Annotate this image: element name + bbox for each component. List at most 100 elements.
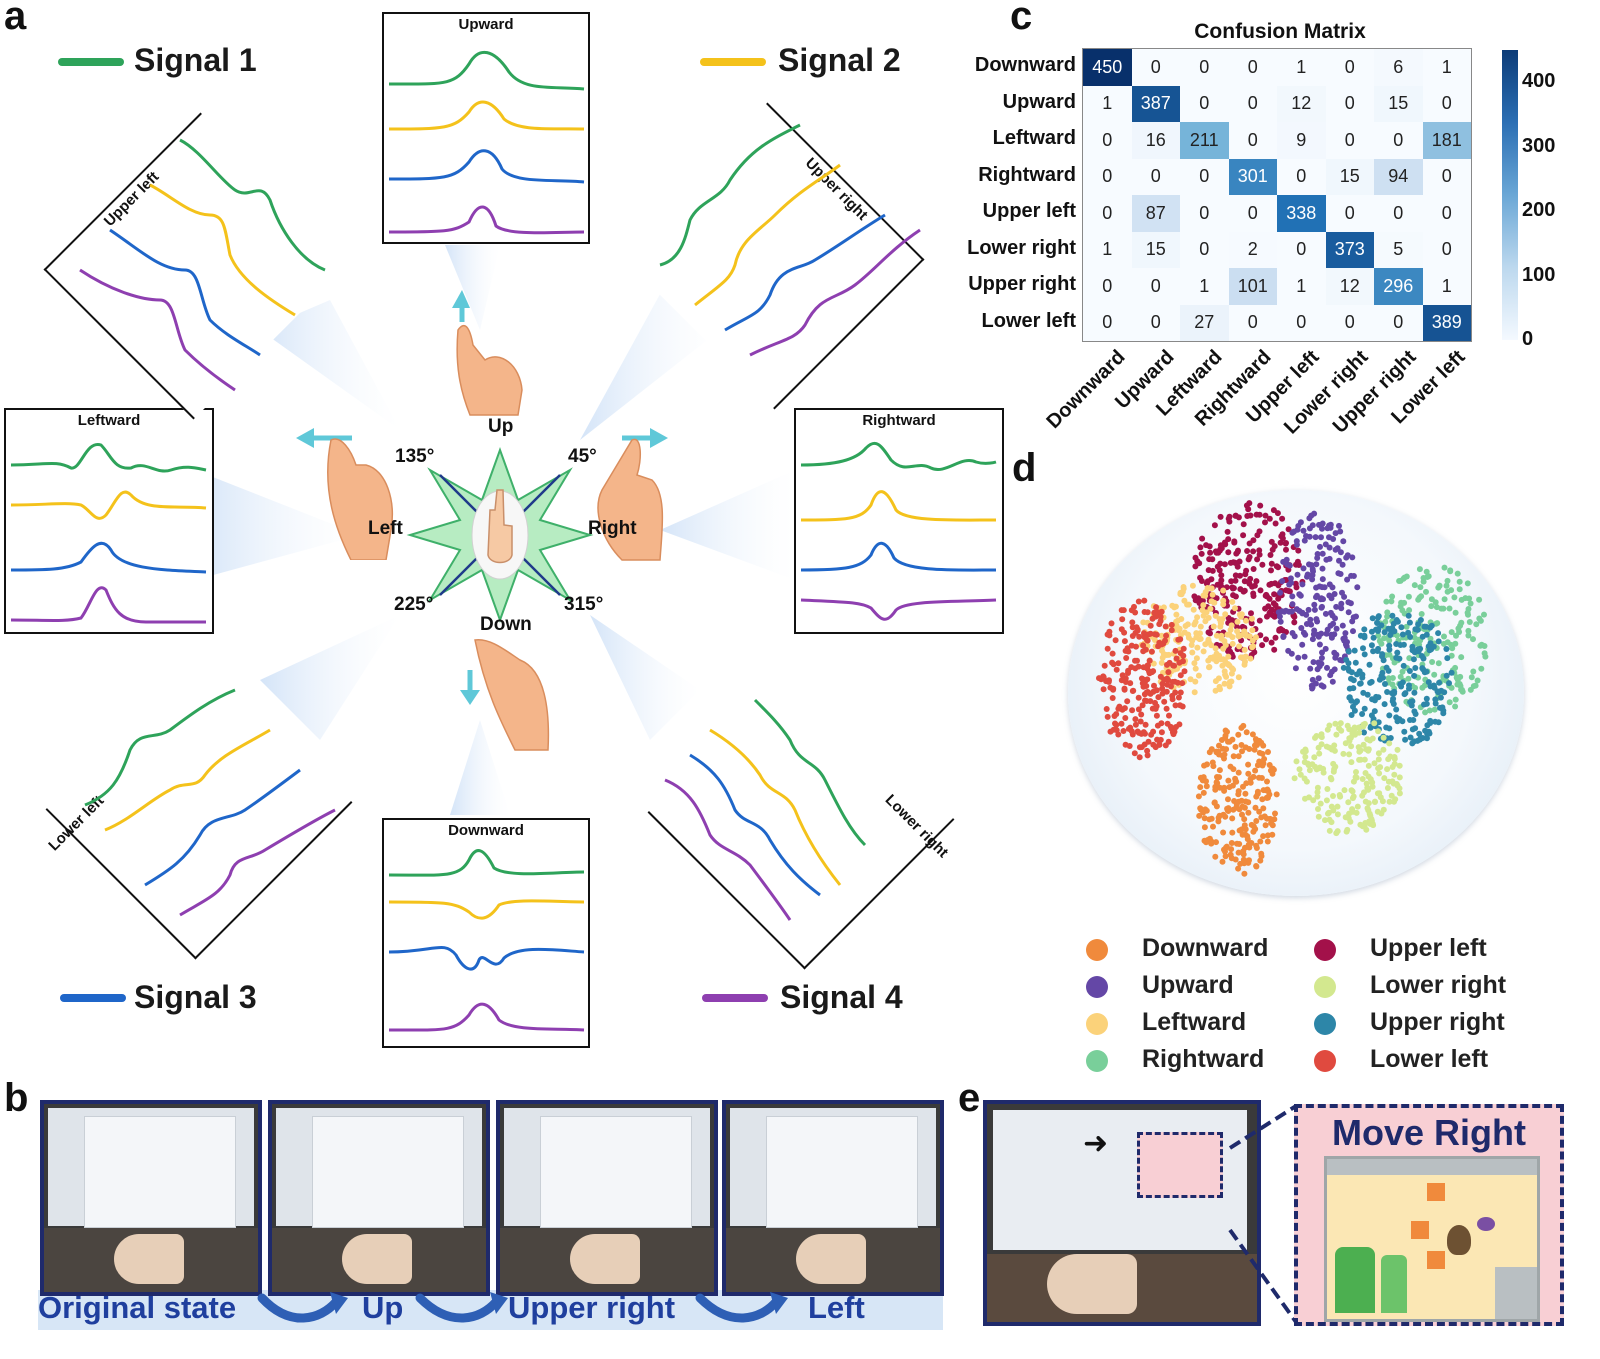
tsne-point: [1215, 814, 1222, 821]
hand-left-icon: [296, 428, 393, 560]
tsne-point: [1262, 605, 1269, 612]
tsne-point: [1418, 593, 1425, 600]
tsne-point: [1381, 775, 1388, 782]
tsne-point: [1301, 759, 1308, 766]
signal-3-label: Signal 3: [134, 979, 257, 1015]
tsne-point: [1423, 695, 1430, 702]
tsne-point: [1280, 634, 1287, 640]
tsne-point: [1269, 546, 1276, 553]
tsne-point: [1336, 792, 1343, 798]
tsne-point: [1279, 578, 1286, 585]
gesture-title-leftward: Leftward: [77, 412, 141, 429]
tsne-point: [1158, 729, 1165, 736]
leftward-signals: [10, 443, 207, 624]
tsne-point: [1384, 785, 1391, 791]
colorbar-tick: 0: [1522, 328, 1534, 350]
tsne-point: [1312, 534, 1319, 541]
tsne-point: [1250, 548, 1257, 555]
cm-cell: 1: [1083, 231, 1132, 268]
tsne-point: [1406, 685, 1412, 692]
tsne-point: [1122, 647, 1129, 654]
tsne-point: [1363, 746, 1370, 753]
tsne-point: [1322, 610, 1329, 617]
tsne-point: [1103, 706, 1110, 712]
tsne-point: [1416, 730, 1423, 737]
tsne-point: [1252, 804, 1259, 811]
tsne-point: [1192, 678, 1199, 685]
tsne-point: [1249, 615, 1255, 622]
tsne-point: [1470, 668, 1477, 675]
tsne-point: [1411, 634, 1418, 641]
tsne-point: [1235, 849, 1242, 856]
tsne-point: [1347, 600, 1354, 607]
tsne-point: [1456, 586, 1463, 593]
tsne-point: [1141, 634, 1148, 641]
legend-dot: [1314, 939, 1336, 961]
tsne-point: [1299, 641, 1306, 648]
compass-225-label: 225°: [394, 594, 434, 615]
tsne-point: [1429, 659, 1436, 665]
tsne-point: [1441, 689, 1448, 696]
tsne-point: [1310, 568, 1316, 575]
tsne-point: [1318, 534, 1324, 541]
tsne-point: [1348, 675, 1354, 682]
tsne-point: [1433, 604, 1440, 611]
tsne-point: [1294, 571, 1301, 578]
tsne-point: [1307, 665, 1314, 672]
game-box-3: [1427, 1251, 1445, 1269]
tsne-point: [1349, 795, 1356, 802]
tsne-point: [1224, 807, 1231, 814]
tsne-point: [1374, 648, 1381, 654]
tsne-point: [1135, 694, 1142, 701]
tsne-point: [1403, 623, 1410, 630]
cm-cell: 0: [1131, 268, 1180, 305]
tsne-point: [1397, 673, 1404, 680]
tsne-point: [1119, 672, 1126, 679]
tsne-point: [1464, 580, 1471, 587]
tsne-point: [1418, 611, 1425, 617]
tsne-point: [1428, 603, 1435, 610]
tsne-point: [1331, 766, 1338, 773]
tsne-point: [1235, 674, 1242, 681]
tsne-point: [1397, 681, 1404, 688]
tsne-point: [1165, 669, 1172, 676]
tsne-point: [1366, 661, 1373, 668]
cm-cell: 0: [1083, 268, 1132, 305]
tsne-point: [1210, 823, 1216, 830]
tsne-point: [1240, 848, 1247, 855]
tsne-point: [1470, 683, 1477, 690]
cm-cell: 16: [1131, 122, 1180, 159]
tsne-point: [1266, 515, 1273, 522]
tsne-point: [1205, 636, 1212, 643]
tsne-point: [1295, 654, 1302, 661]
tsne-point: [1396, 790, 1403, 797]
tsne-point: [1158, 632, 1165, 639]
tsne-point: [1164, 675, 1171, 682]
tsne-point: [1315, 813, 1322, 820]
tsne-point: [1436, 679, 1443, 686]
tsne-point: [1254, 788, 1261, 795]
tsne-point: [1260, 833, 1267, 840]
tsne-point: [1259, 561, 1266, 568]
tsne-point: [1385, 667, 1392, 674]
lower-left-signals: [84, 688, 336, 917]
tsne-point: [1192, 554, 1199, 561]
tsne-point: [1265, 749, 1271, 755]
legend-label: Upper right: [1370, 1008, 1505, 1036]
cm-cell: 0: [1325, 85, 1374, 122]
tsne-point: [1418, 653, 1425, 659]
tsne-point: [1111, 713, 1118, 719]
colorbar-tick: 400: [1522, 70, 1556, 93]
tsne-point: [1121, 705, 1128, 712]
legend-label: Lower left: [1370, 1045, 1489, 1073]
tsne-point: [1412, 711, 1419, 717]
tsne-point: [1137, 718, 1144, 725]
compass-315-label: 315°: [564, 594, 604, 615]
tsne-point: [1247, 776, 1254, 782]
tsne-point: [1315, 631, 1321, 638]
tsne-point: [1203, 542, 1210, 549]
legend-label: Rightward: [1142, 1045, 1265, 1073]
tsne-point: [1225, 796, 1231, 803]
tsne-point: [1386, 740, 1393, 747]
tsne-point: [1256, 808, 1263, 815]
